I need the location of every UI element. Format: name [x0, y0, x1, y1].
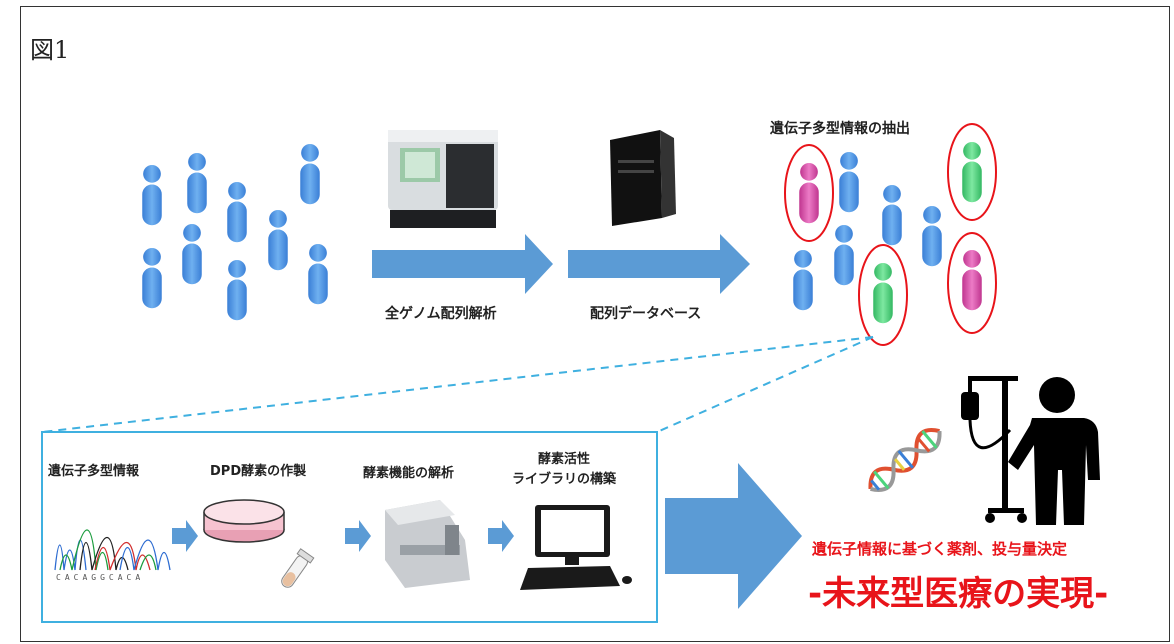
arrow-wgs [372, 234, 553, 294]
mass-spec-icon [385, 500, 470, 588]
person-icon [839, 152, 859, 213]
patient-iv-icon [961, 376, 1100, 525]
sequencer-icon [388, 130, 498, 228]
label-step1: 遺伝子多型情報 [48, 464, 140, 479]
arrow-step1 [172, 520, 198, 552]
tube-icon [281, 548, 315, 588]
person-icon [834, 225, 854, 286]
arrow-outcome [665, 463, 802, 609]
pink-person-icon [962, 250, 982, 311]
label-step3: 酵素機能の解析 [363, 466, 455, 481]
zoom-line-right [656, 336, 874, 433]
person-icon [142, 165, 162, 226]
outcome-subtitle: 遺伝子情報に基づく薬剤、投与量決定 [812, 540, 1068, 558]
chromatogram-icon [54, 529, 171, 571]
person-icon [793, 250, 813, 311]
person-icon [182, 224, 202, 285]
outcome-title: -未来型医療の実現- [808, 574, 1109, 614]
person-icon [922, 206, 942, 267]
person-icon [300, 144, 320, 205]
person-icon [227, 182, 247, 243]
zoom-line-left [41, 336, 874, 433]
sequence-text: CACAGGCACA [56, 573, 145, 582]
computer-icon [520, 505, 632, 590]
person-icon [227, 260, 247, 321]
pink-person-icon [799, 163, 819, 224]
label-step4-line2: ライブラリの構築 [512, 472, 617, 487]
person-icon [882, 185, 902, 246]
person-icon [187, 153, 207, 214]
person-icon [142, 248, 162, 309]
label-extract: 遺伝子多型情報の抽出 [770, 121, 910, 137]
green-person-icon [962, 142, 982, 203]
label-wgs: 全ゲノム配列解析 [385, 306, 497, 322]
person-icon [268, 210, 288, 271]
person-icon [308, 244, 328, 305]
dna-icon [868, 428, 942, 492]
arrow-db [568, 234, 750, 294]
label-step2: DPD酵素の作製 [210, 464, 307, 479]
label-step4-line1: 酵素活性 [538, 452, 591, 467]
server-icon [610, 130, 676, 226]
petri-dish-icon [203, 499, 285, 543]
label-db: 配列データベース [590, 306, 702, 322]
arrow-step2 [345, 520, 371, 552]
arrow-step3 [488, 520, 514, 552]
figure-title: 図1 [30, 36, 70, 64]
population-group [142, 144, 328, 321]
green-person-icon [873, 263, 893, 324]
highlight-circles [784, 123, 997, 346]
